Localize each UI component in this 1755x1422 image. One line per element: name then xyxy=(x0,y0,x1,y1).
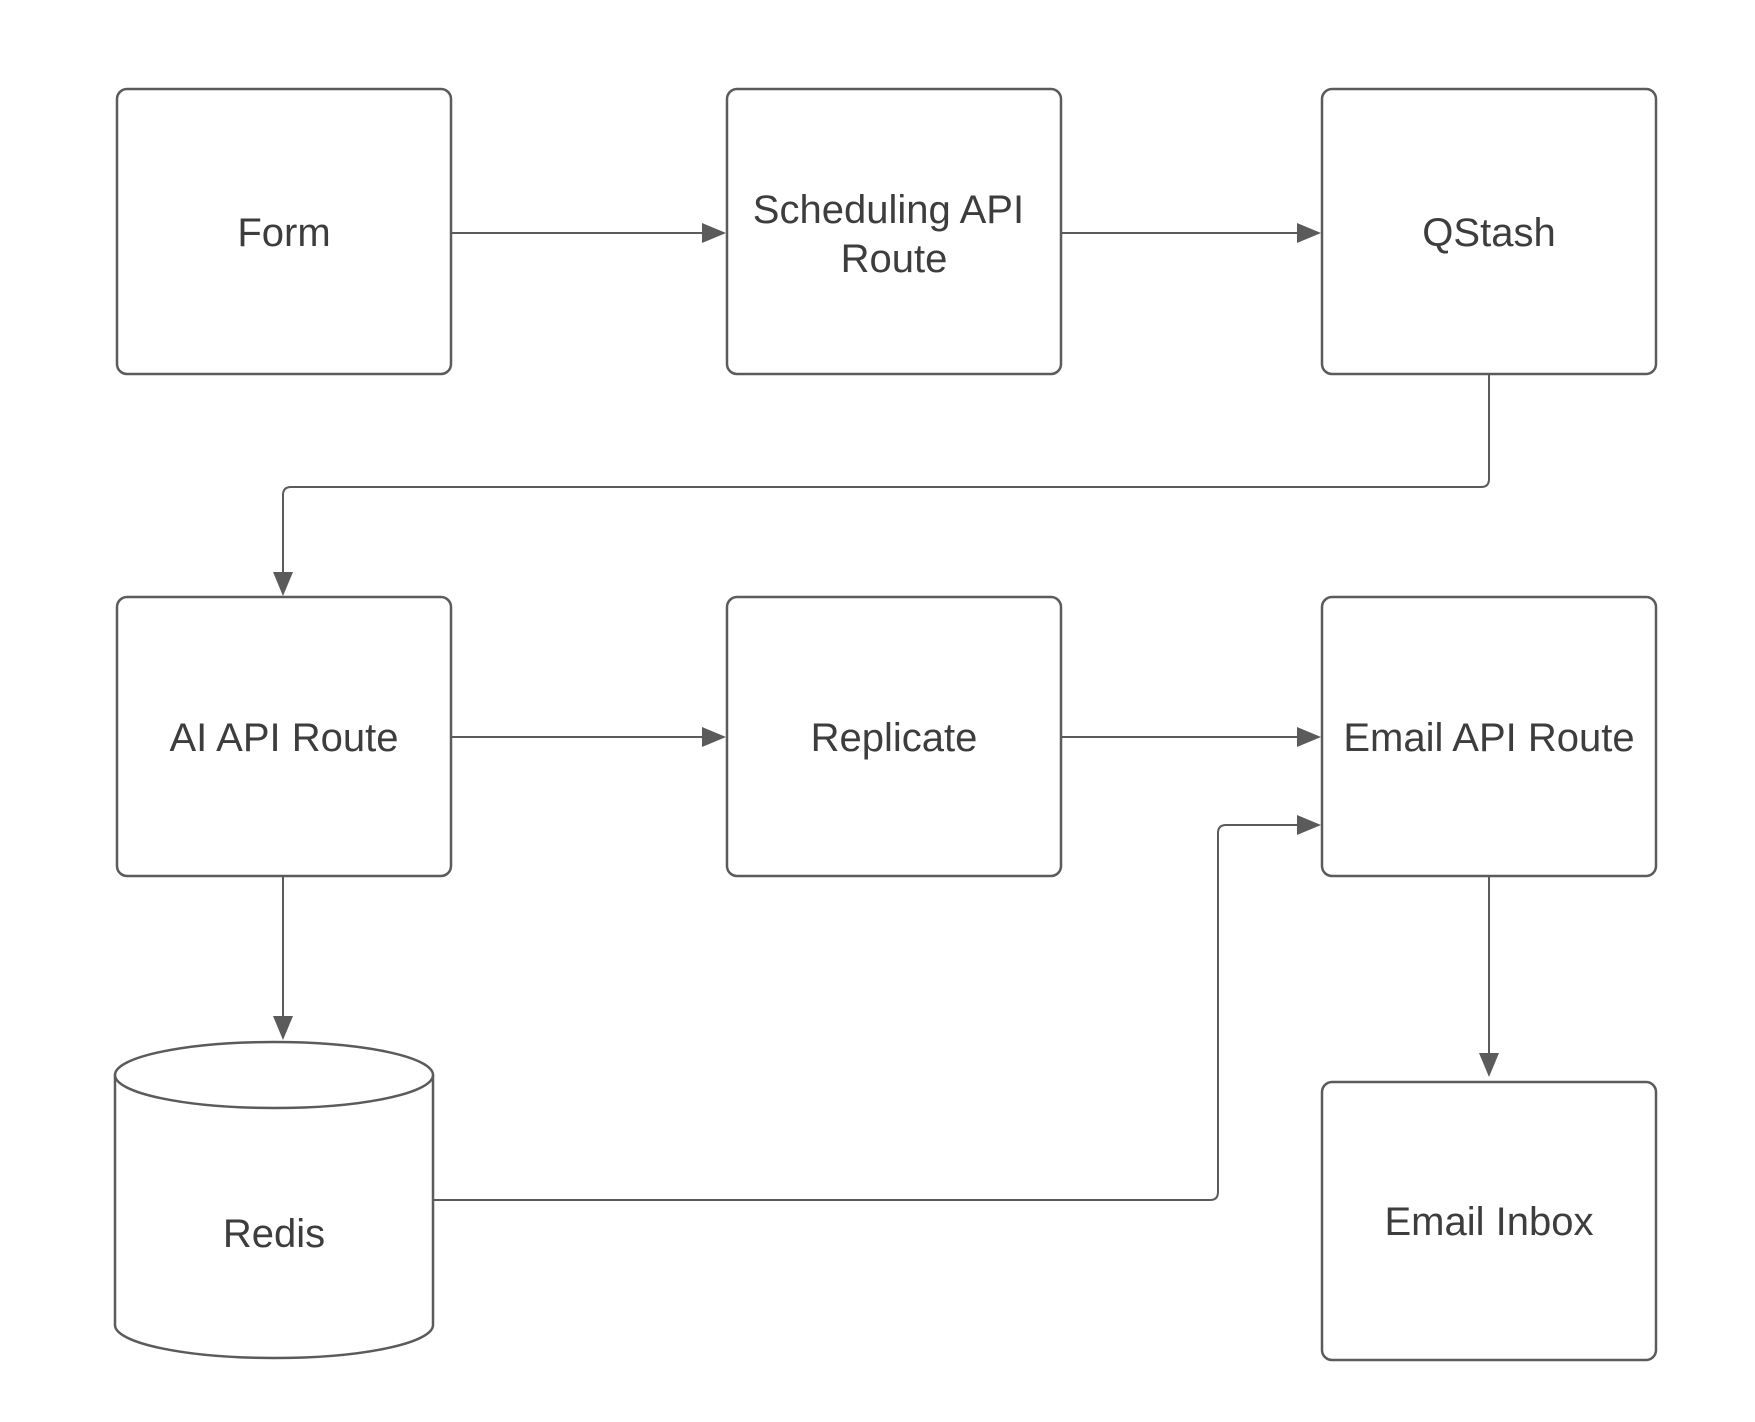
node-email-inbox: Email Inbox xyxy=(1320,1080,1658,1362)
node-replicate-label: Replicate xyxy=(811,716,978,760)
node-scheduling-api-route: Scheduling API Route xyxy=(725,87,1063,376)
nodes-layer: Form Scheduling API Route QStash AI API … xyxy=(113,87,1658,1362)
edges-layer xyxy=(273,223,1499,1201)
node-form: Form xyxy=(115,87,453,376)
node-replicate-box xyxy=(725,595,1063,878)
node-scheduling-api-route-label: Scheduling API Route xyxy=(753,188,1035,281)
node-email-inbox-box xyxy=(1320,1080,1658,1362)
node-redis-cylinder-top xyxy=(113,1040,435,1110)
edge-qstash-to-ai-api-route xyxy=(273,374,1490,596)
node-redis-label: Redis xyxy=(223,1212,325,1256)
node-ai-api-route-label: AI API Route xyxy=(169,716,398,760)
node-qstash: QStash xyxy=(1320,87,1658,376)
edge-redis-to-email-api-route xyxy=(433,815,1321,1201)
node-email-api-route-box xyxy=(1320,595,1658,878)
node-qstash-box xyxy=(1320,87,1658,376)
node-redis-cylinder-body xyxy=(113,1075,435,1360)
node-scheduling-api-route-label-line2: Route xyxy=(841,237,948,281)
node-email-inbox-label: Email Inbox xyxy=(1385,1200,1594,1244)
node-form-label: Form xyxy=(237,211,330,255)
node-redis: Redis xyxy=(113,1040,435,1360)
node-qstash-label: QStash xyxy=(1422,211,1555,255)
node-replicate: Replicate xyxy=(725,595,1063,878)
node-email-api-route-label: Email API Route xyxy=(1343,716,1634,760)
node-scheduling-api-route-label-line1: Scheduling API xyxy=(753,188,1024,232)
node-scheduling-api-route-box xyxy=(725,87,1063,376)
node-ai-api-route: AI API Route xyxy=(115,595,453,878)
node-email-api-route: Email API Route xyxy=(1320,595,1658,878)
node-ai-api-route-box xyxy=(115,595,453,878)
node-form-box xyxy=(115,87,453,376)
